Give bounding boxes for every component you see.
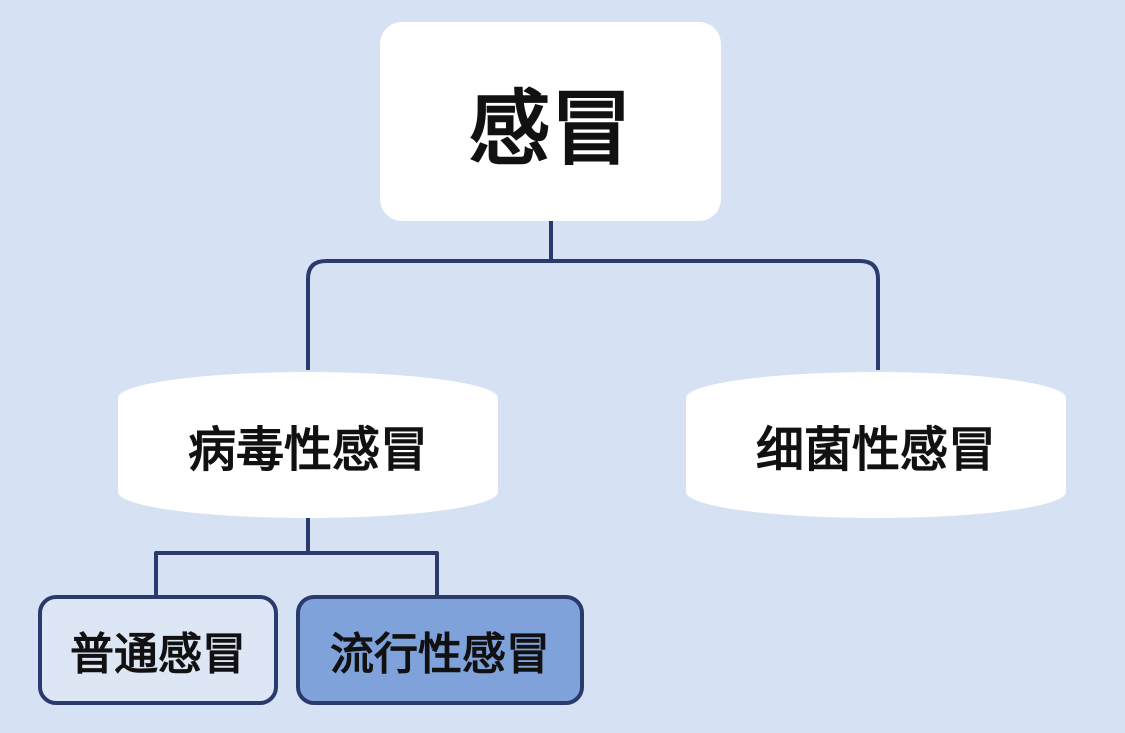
node-bacterial-cold-label: 细菌性感冒 xyxy=(755,422,996,478)
node-viral-cold: 病毒性感冒 xyxy=(118,372,498,518)
node-bacterial-cold: 细菌性感冒 xyxy=(686,372,1066,518)
node-common-cold: 普通感冒 xyxy=(38,595,278,705)
root-node-label: 感冒 xyxy=(468,82,633,177)
node-common-cold-label: 普通感冒 xyxy=(70,629,246,680)
connector-viral-to-leaves xyxy=(154,518,439,595)
connector-root-to-children xyxy=(306,221,880,370)
node-viral-cold-label: 病毒性感冒 xyxy=(187,422,428,478)
node-influenza: 流行性感冒 xyxy=(296,595,584,705)
root-node: 感冒 xyxy=(380,22,721,221)
node-influenza-label: 流行性感冒 xyxy=(330,629,550,680)
